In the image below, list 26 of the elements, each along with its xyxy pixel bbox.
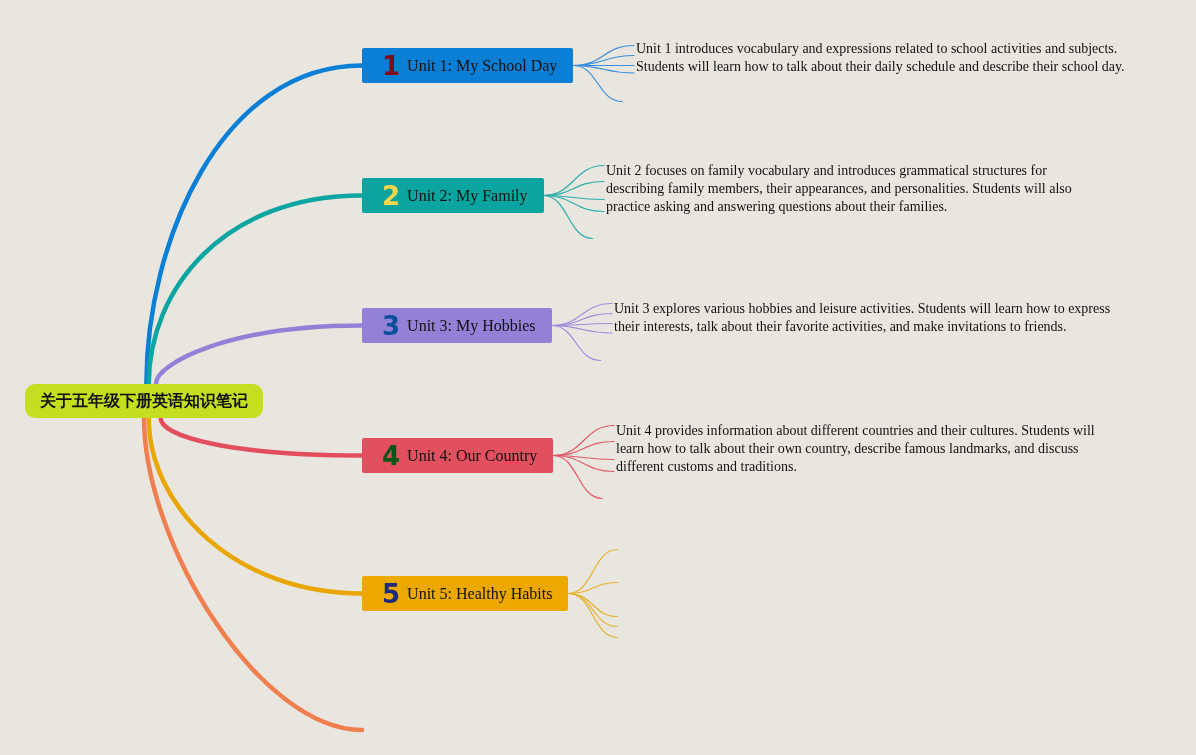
topic-title: Unit 1: My School Day xyxy=(407,56,558,75)
note-text: Unit 2 focuses on family vocabulary and introduces grammatical structures for describing family members, their appearances, and personalities. Students will also practice asking and answering questions about their families. xyxy=(604,162,1082,216)
branch-line xyxy=(567,592,618,639)
number-marker: 2 xyxy=(382,182,401,209)
number-marker: 5 xyxy=(382,580,401,607)
note-text: Unit 4 provides information about different countries and their cultures. Students will learn how to talk about their own country, describe famous landmarks, and discuss different customs and traditions. xyxy=(614,422,1102,476)
number-marker: 3 xyxy=(382,312,401,339)
topic-box xyxy=(362,308,552,343)
topic-title: Unit 4: Our Country xyxy=(407,446,538,465)
number-marker: 4 xyxy=(382,442,401,469)
branch-line xyxy=(141,415,365,733)
topic-title: Unit 5: Healthy Habits xyxy=(407,584,553,603)
topic-title: Unit 2: My Family xyxy=(407,186,528,205)
branch-line xyxy=(572,64,623,103)
branch-line xyxy=(550,324,602,362)
branch-line xyxy=(552,454,603,500)
topic-box xyxy=(362,576,569,611)
topic-box xyxy=(362,178,544,213)
note-text: Unit 3 explores various hobbies and leisure activities. Students will learn how to express their interests, talk about their favorite activities, and make invitations to friends. xyxy=(612,300,1117,336)
topic-box xyxy=(362,438,554,473)
topic-title: Unit 3: My Hobbies xyxy=(407,316,536,335)
number-marker: 1 xyxy=(382,52,401,79)
central-topic: 关于五年级下册英语知识笔记 xyxy=(25,384,263,418)
topic-box xyxy=(362,48,574,83)
branch-line xyxy=(542,194,594,240)
note-text: Unit 1 introduces vocabulary and expressions related to school activities and subjects. Students will learn how to talk about their daily schedule and describe their school day. xyxy=(634,40,1139,76)
